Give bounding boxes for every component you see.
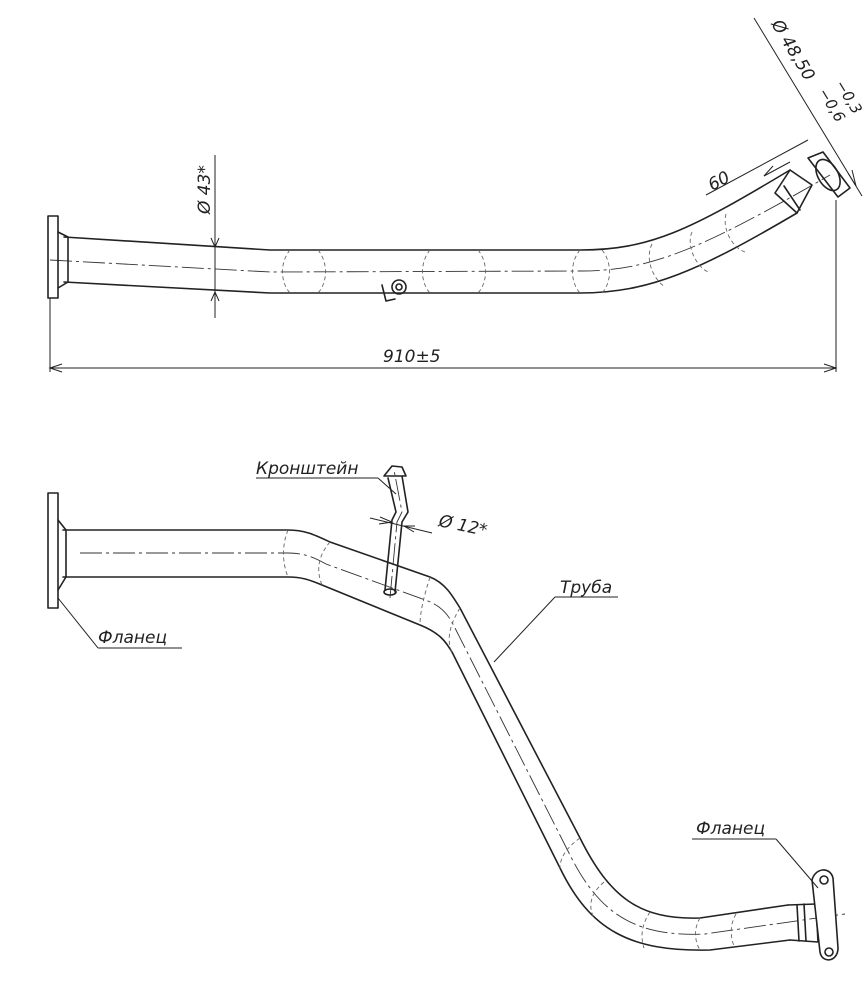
top-pipe-body xyxy=(49,169,831,294)
side-flange-left xyxy=(47,492,67,609)
dim-outlet-diameter-text: Ø 48,50 xyxy=(766,15,818,84)
label-bracket-text: Кронштейн xyxy=(256,459,358,479)
top-flange-left xyxy=(47,215,69,299)
top-view: Ø 43* 910±5 60 Ø 48,50 −0,3 −0,6 xyxy=(47,15,866,373)
top-outlet xyxy=(774,151,851,214)
label-pipe-text: Труба xyxy=(560,578,612,598)
side-view: Кронштейн Ø 12* Труба Фланец Фланец xyxy=(47,459,846,961)
side-pipe-body xyxy=(62,529,846,951)
dim-outlet-length-text: 60 xyxy=(705,168,733,196)
side-outlet xyxy=(787,869,839,961)
label-flange-right-text: Фланец xyxy=(696,819,765,839)
label-pipe: Труба xyxy=(493,578,618,663)
label-bracket: Кронштейн xyxy=(256,459,397,495)
label-flange-left: Фланец xyxy=(57,597,182,649)
dim-pipe-diameter: Ø 43* xyxy=(195,155,220,318)
top-bracket-stub xyxy=(381,279,407,302)
dim-overall-length: 910±5 xyxy=(48,200,838,373)
dim-bracket-diameter-text: Ø 12* xyxy=(436,511,489,541)
dim-overall-length-text: 910±5 xyxy=(383,347,441,367)
side-bracket xyxy=(383,465,409,599)
dim-pipe-diameter-text: Ø 43* xyxy=(195,165,215,215)
label-flange-right: Фланец xyxy=(692,819,819,889)
dim-outlet-length: 60 xyxy=(705,139,809,196)
label-flange-left-text: Фланец xyxy=(98,628,167,648)
dim-bracket-diameter: Ø 12* xyxy=(369,511,489,541)
